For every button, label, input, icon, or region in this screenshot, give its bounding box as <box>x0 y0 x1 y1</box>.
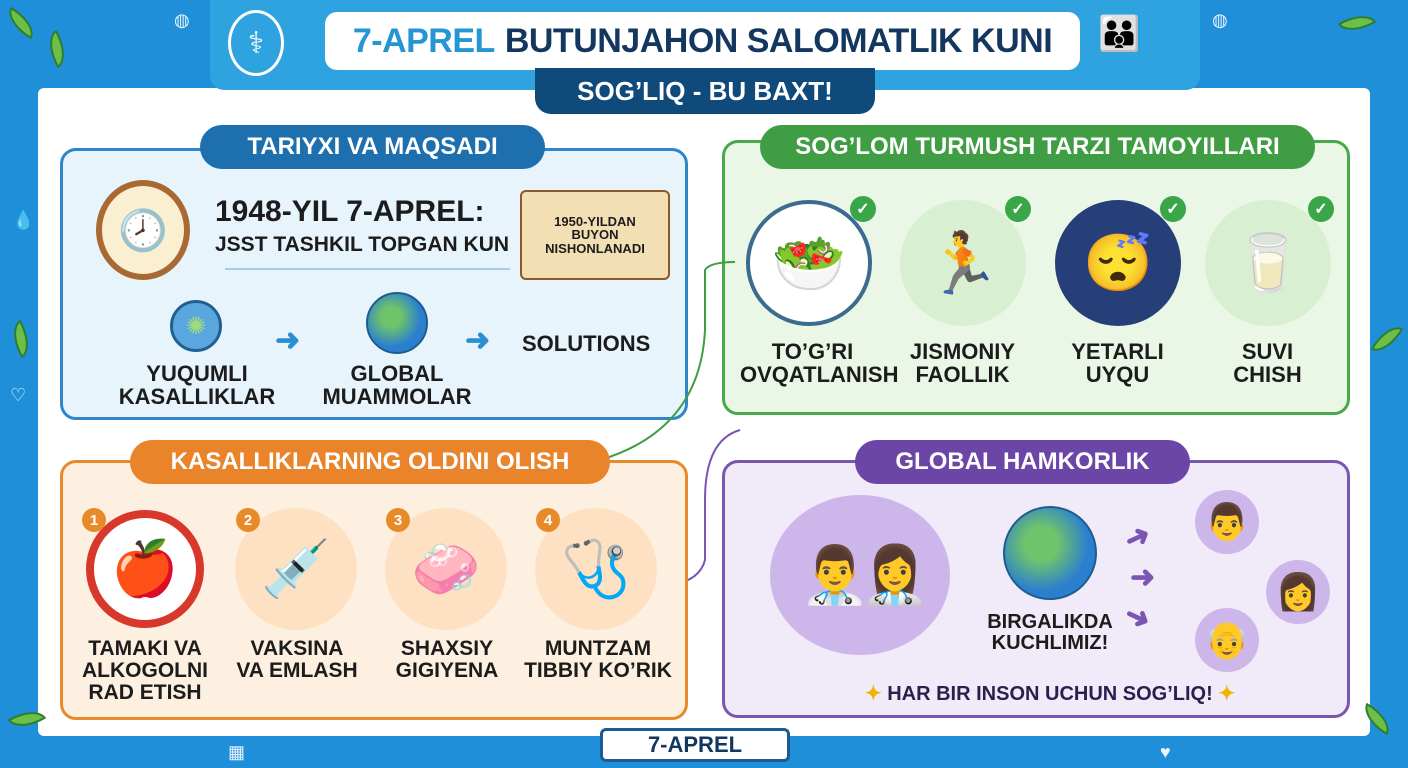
footer-ribbon: 7-APREL <box>600 728 790 762</box>
calendar-icon: ▦ <box>228 742 246 762</box>
sleep-icon: 😴 <box>1055 200 1181 326</box>
alarm-clock-icon: 🕗 <box>96 180 190 280</box>
label-line: GIGIYENA <box>395 659 499 683</box>
person-avatar: 👨 <box>1195 490 1259 554</box>
label-line: UYQU <box>1085 362 1150 388</box>
label-line: FAOLLIK <box>915 362 1010 388</box>
label-line: KUCHLIMIZ! <box>991 632 1109 654</box>
stethoscope-calendar-icon: 🩺 <box>535 508 657 630</box>
no-apple-icon: 🍎 <box>86 510 204 628</box>
divider <box>225 268 510 270</box>
doctors-icon: 👨‍⚕️👩‍⚕️ <box>770 495 950 655</box>
handwash-icon: 🧼 <box>385 508 507 630</box>
scroll-line: NISHONLANADI <box>545 240 645 256</box>
label-line: JISMONIY <box>909 339 1016 364</box>
who-emblem-icon: ⚕ <box>228 10 284 76</box>
label-line: TIBBIY KO’RIK <box>524 659 672 683</box>
label-line: TO’G’RI <box>771 339 854 364</box>
label-line: YETARLI <box>1071 339 1164 364</box>
flow-label-line: GLOBAL <box>350 361 444 386</box>
cooperation-slogan: ✦ HAR BIR INSON UCHUN SOG’LIQ! ✦ <box>840 684 1260 705</box>
label-line: VA EMLASH <box>236 659 358 683</box>
care-icon: ♥ <box>1160 742 1171 762</box>
person-avatar: 👩 <box>1266 560 1330 624</box>
history-title: TARIYXI VA MAQSADI <box>200 125 545 169</box>
flow-label-line: KASALLIKLAR <box>118 384 276 410</box>
healthy-food-icon: 🥗 <box>746 200 872 326</box>
slogan-text: HAR BIR INSON UCHUN SOG’LIQ! <box>887 683 1213 705</box>
running-icon: 🏃 <box>900 200 1026 326</box>
scroll-line: 1950-YILDAN <box>554 213 636 229</box>
label-line: ALKOGOLNI <box>82 659 208 683</box>
label-line: MUNTZAM <box>544 637 652 660</box>
label-line: SHAXSIY <box>400 637 494 660</box>
history-date: 1948-YIL 7-APREL: <box>215 195 485 228</box>
drinking-water-icon: 🥛 <box>1205 200 1331 326</box>
label-line: SUVI <box>1241 339 1294 364</box>
check-icon: ✓ <box>1308 196 1334 222</box>
arrow-right-icon: ➜ <box>465 324 491 357</box>
step-number: 1 <box>82 508 106 532</box>
scroll-line: BUYON <box>571 227 619 243</box>
water-drop-icon: 💧 <box>12 210 35 230</box>
check-icon: ✓ <box>850 196 876 222</box>
label-line: VAKSINA <box>250 637 344 660</box>
step-number: 2 <box>236 508 260 532</box>
flow-label: SOLUTIONS <box>522 331 651 356</box>
cooperation-title: GLOBAL HAMKORLIK <box>855 440 1190 484</box>
person-avatar: 👴 <box>1195 608 1259 672</box>
sparkle-icon: ✦ <box>864 683 888 705</box>
subtitle: SOG’LIQ - BU BAXT! <box>535 68 875 114</box>
title-accent: 7-APREL <box>352 21 495 60</box>
flow-label-line: MUAMMOLAR <box>322 384 472 410</box>
virus-icon: ✺ <box>170 300 222 352</box>
globe-icon <box>1003 506 1097 600</box>
label-line: RAD ETISH <box>88 681 202 705</box>
lifestyle-title: SOG’LOM TURMUSH TARZI TAMOYILLARI <box>760 125 1315 169</box>
globe-icon: ◍ <box>174 10 190 30</box>
scroll: 1950-YILDAN BUYON NISHONLANADI <box>520 190 670 280</box>
label-line: OVQATLANISH <box>740 362 899 388</box>
title-main: BUTUNJAHON SALOMATLIK KUNI <box>504 21 1053 60</box>
label-line: BIRGALIKDA <box>987 611 1113 633</box>
arrow-right-icon: ➜ <box>275 324 301 357</box>
people-icon: 👪 <box>1098 15 1140 53</box>
arrow-icon: ➜ <box>1130 561 1156 594</box>
label-line: CHISH <box>1233 362 1302 388</box>
globe-icon: ◍ <box>1212 10 1228 30</box>
check-icon: ✓ <box>1005 196 1031 222</box>
prevention-title: KASALLIKLARNING OLDINI OLISH <box>130 440 610 484</box>
flow-label-line: YUQUMLI <box>146 361 248 386</box>
sparkle-icon: ✦ <box>1212 683 1236 705</box>
globe-icon <box>366 292 428 354</box>
heartbeat-icon: ♡ <box>10 385 27 405</box>
history-date-sub: JSST TASHKIL TOPGAN KUN <box>215 233 510 256</box>
label-line: TAMAKI VA <box>88 637 202 660</box>
step-number: 4 <box>536 508 560 532</box>
step-number: 3 <box>386 508 410 532</box>
check-icon: ✓ <box>1160 196 1186 222</box>
